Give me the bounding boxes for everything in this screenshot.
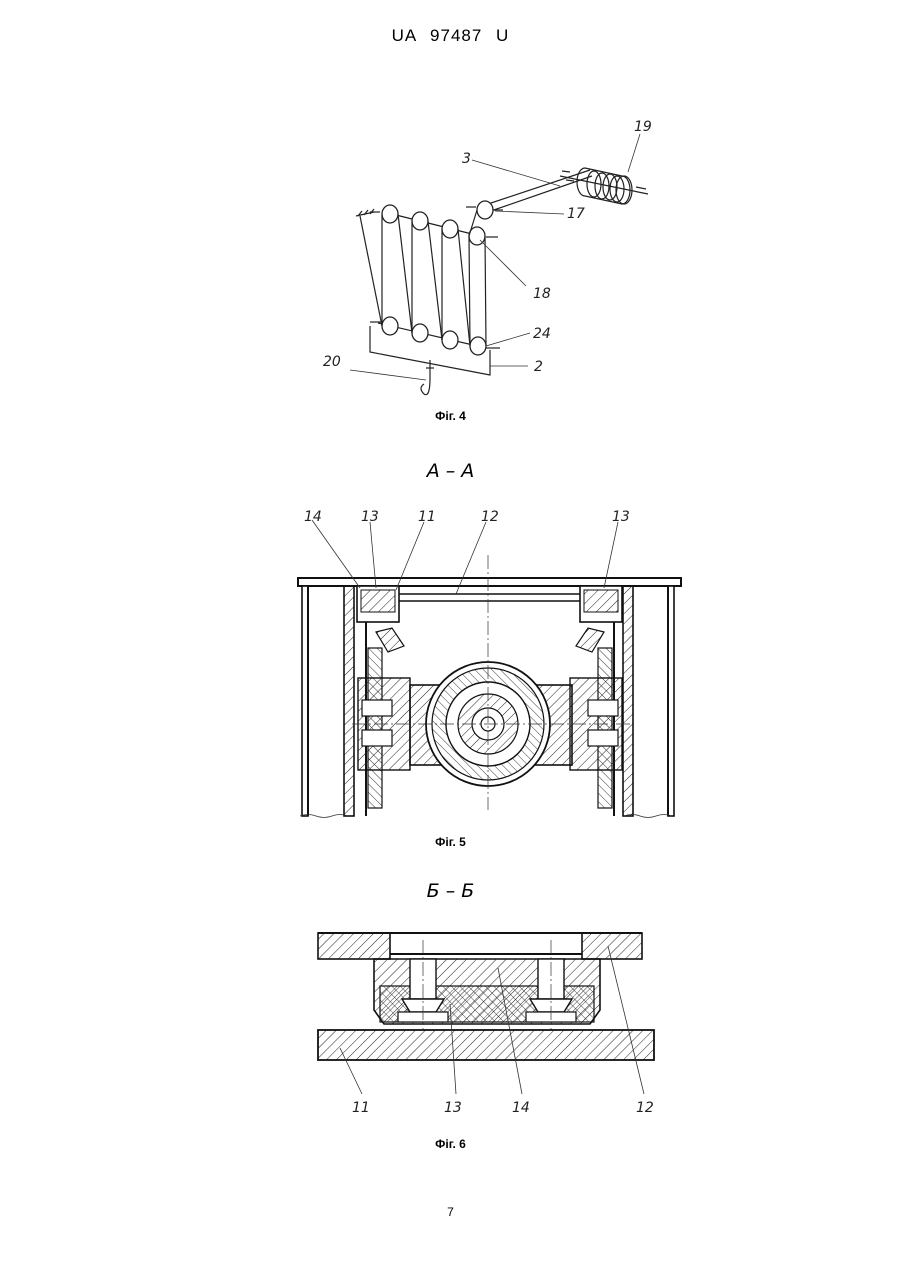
figure-4-caption: Фіг. 4	[0, 409, 901, 423]
figure-4-pulley-diagram: 3 19 17 18 24 20 2	[323, 119, 652, 395]
fig5-label-13-right: 13	[612, 509, 630, 525]
fig4-label-19: 19	[634, 119, 652, 135]
fig5-label-12: 12	[481, 509, 499, 525]
fig6-label-12: 12	[636, 1100, 654, 1116]
fig4-label-3: 3	[462, 151, 471, 167]
fig5-label-14: 14	[304, 509, 322, 525]
fig4-label-18: 18	[533, 286, 551, 302]
figure-5-section-aa: 14 13 11 12 13	[298, 509, 681, 818]
fig4-label-17: 17	[567, 206, 585, 222]
fig4-label-20: 20	[323, 354, 341, 370]
fig6-label-14: 14	[512, 1100, 530, 1116]
winch-drum	[560, 168, 648, 204]
section-title-aa: А – А	[0, 460, 901, 482]
fig5-label-13-left: 13	[361, 509, 379, 525]
fig4-label-24: 24	[533, 326, 551, 342]
fig5-label-11: 11	[418, 509, 436, 525]
figure-6-section-bb: 11 13 14 12	[318, 933, 654, 1116]
page-number: 7	[0, 1205, 901, 1219]
figure-5-caption: Фіг. 5	[0, 835, 901, 849]
section-title-bb: Б – Б	[0, 880, 901, 902]
fig4-label-2: 2	[534, 359, 543, 375]
figure-6-caption: Фіг. 6	[0, 1137, 901, 1151]
fig6-label-11: 11	[352, 1100, 370, 1116]
fig6-label-13: 13	[444, 1100, 462, 1116]
